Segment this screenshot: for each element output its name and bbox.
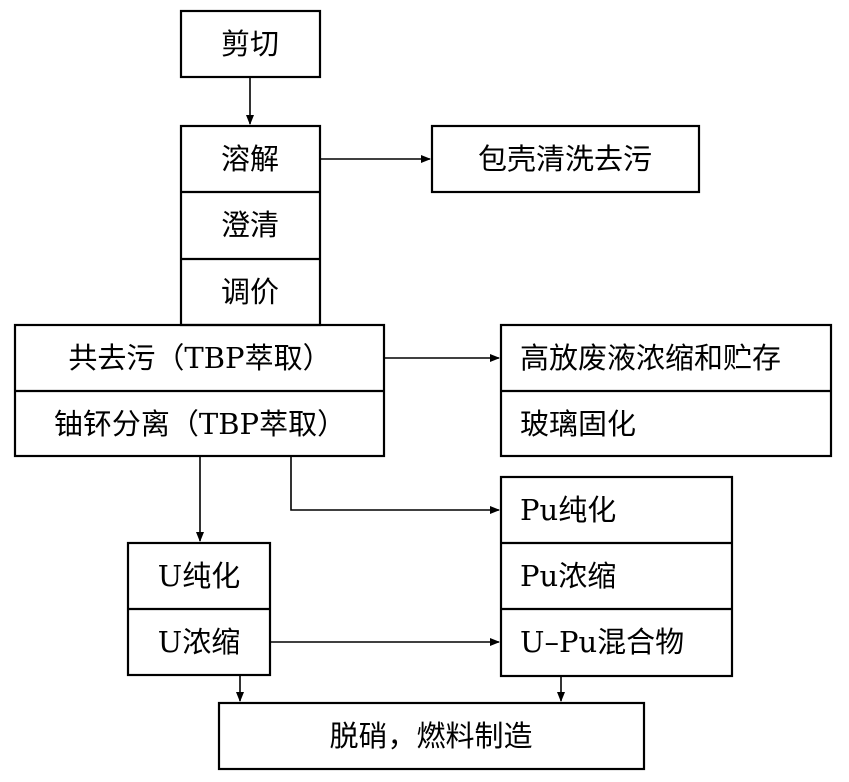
u-pu-mixture-label: U–Pu混合物 (520, 625, 684, 659)
dissolve-label: 溶解 (221, 142, 279, 176)
hull-wash-label: 包壳清洗去污 (478, 142, 652, 176)
pu-box (499, 475, 734, 678)
hlw-concentration-label: 高放废液浓缩和贮存 (520, 341, 781, 375)
hull-wash-box (430, 124, 701, 194)
adjust-label: 调价 (221, 275, 279, 309)
pu-purification-label: Pu纯化 (520, 493, 616, 527)
pu-concentration-label: Pu浓缩 (520, 559, 616, 593)
vitrification-label: 玻璃固化 (520, 407, 636, 441)
cut-label: 剪切 (221, 27, 279, 61)
final-step-label: 脱硝，燃料制造 (329, 719, 532, 753)
final-box (217, 701, 646, 771)
clarify-label: 澄清 (221, 208, 279, 242)
u-pu-separation-label: 铀钚分离（TBP萃取） (54, 407, 346, 441)
u-purification-label: U纯化 (158, 559, 240, 593)
co-decontamination-label: 共去污（TBP萃取） (68, 341, 331, 375)
u-concentration-label: U浓缩 (158, 625, 240, 659)
arrow-sep-to-pu (290, 456, 500, 514)
